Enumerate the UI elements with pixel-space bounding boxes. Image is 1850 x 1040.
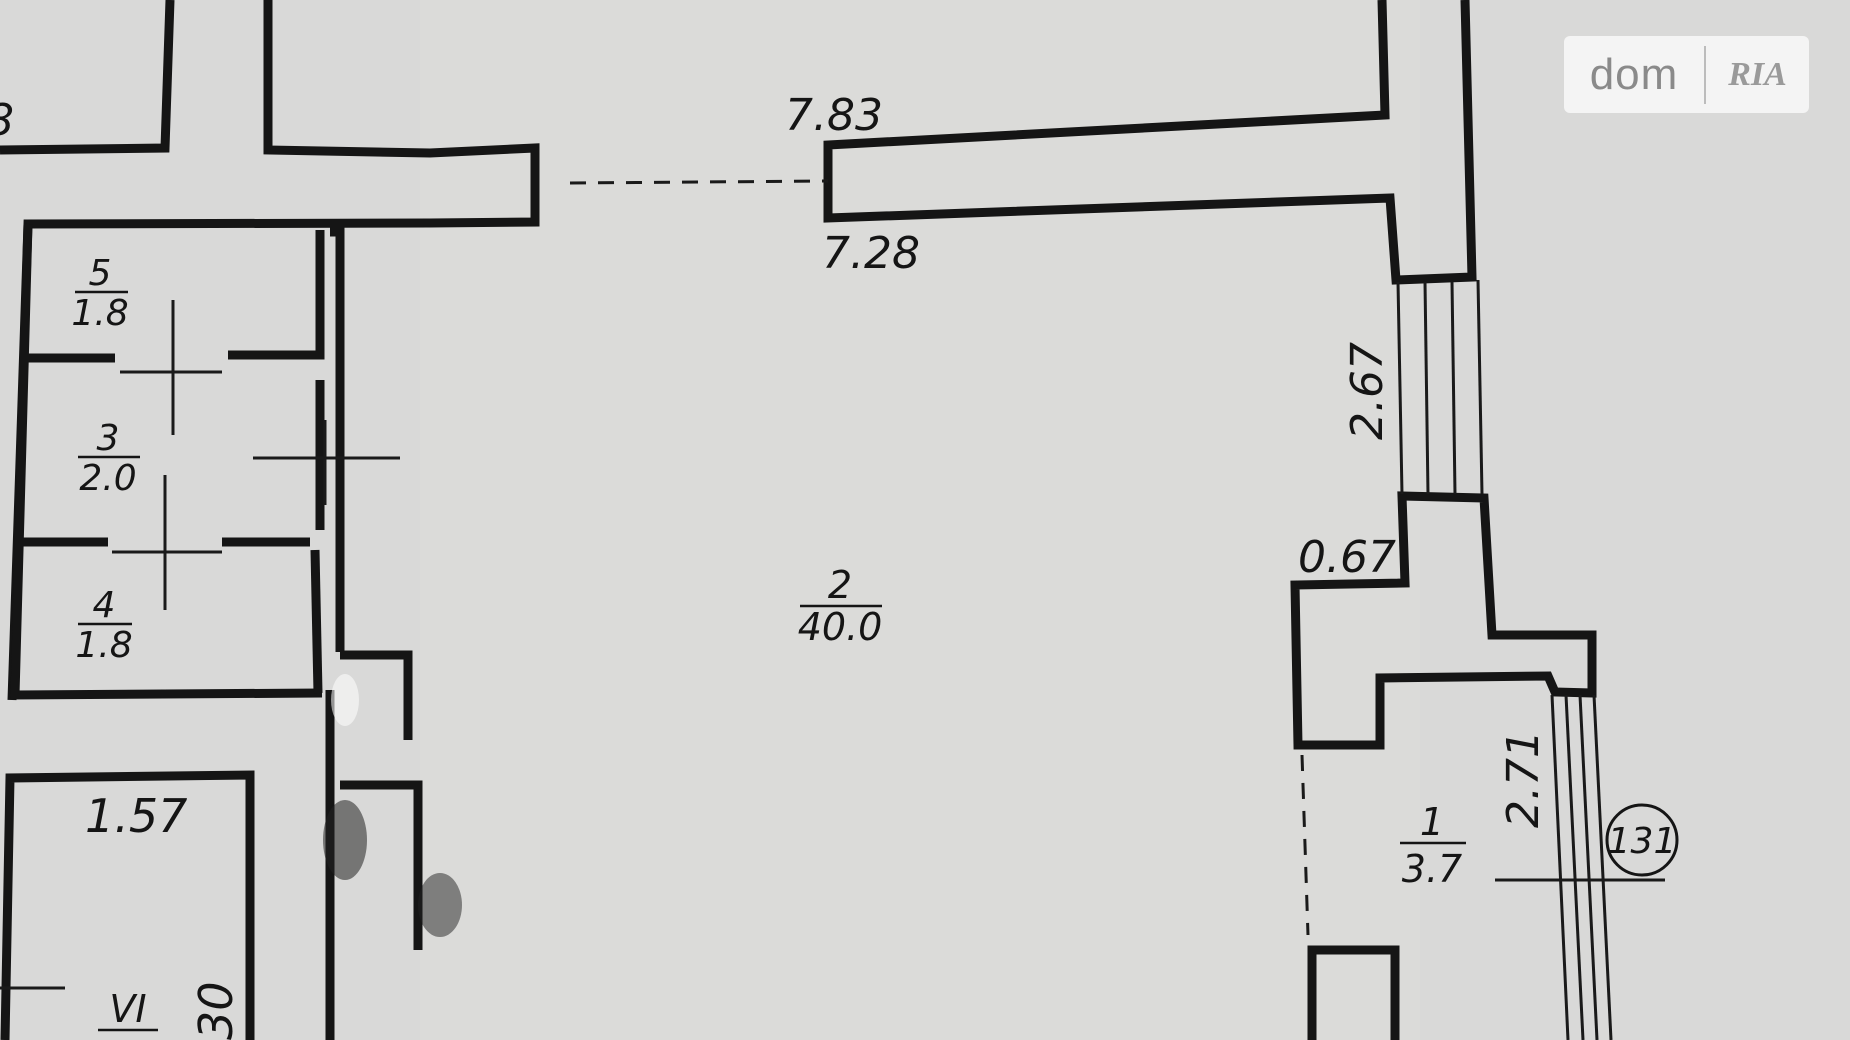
smudge <box>331 674 359 726</box>
room-number: 5 <box>89 253 112 294</box>
dim-left-edge-partial: 8 <box>0 95 14 146</box>
dim-right-step: 0.67 <box>1298 532 1396 583</box>
walls <box>0 0 1597 1040</box>
room-number: 2 <box>828 563 852 607</box>
room-label-4: 4 1.8 <box>75 585 132 666</box>
opening-dashed-entry <box>1300 754 1310 936</box>
dim-top-inner: 7.28 <box>822 228 920 279</box>
room-label-1: 1 3.7 <box>1400 800 1466 891</box>
dim-bottom-left-partial: 30 <box>189 981 243 1040</box>
watermark-badge: dom RIA <box>1564 36 1809 113</box>
room-label-3: 3 2.0 <box>78 418 140 499</box>
watermark-ria-logo: RIA <box>1728 55 1787 93</box>
room-number: 1 <box>1420 800 1444 844</box>
room-label-5: 5 1.8 <box>71 253 128 334</box>
opening-dashed-top <box>569 179 829 185</box>
smudge <box>323 800 367 880</box>
room-area: 2.0 <box>79 458 136 499</box>
dim-top-outer: 7.83 <box>785 90 883 141</box>
dim-left-room: 1.57 <box>85 789 187 843</box>
smudge <box>418 873 462 937</box>
dim-entry-window: 2.71 <box>1498 730 1549 828</box>
room-area: 1.8 <box>71 293 128 334</box>
room-area: 40.0 <box>798 605 883 649</box>
watermark-divider <box>1704 45 1706 104</box>
room-number: 4 <box>93 585 116 626</box>
room-area: 1.8 <box>75 625 132 666</box>
room-area: 3.7 <box>1402 847 1462 891</box>
unit-marker-circle <box>1605 803 1679 877</box>
watermark-dom-text: dom <box>1589 49 1679 99</box>
room-label-2: 2 40.0 <box>798 563 883 649</box>
dim-right-window: 2.67 <box>1342 342 1393 440</box>
room-label-vi: VI <box>98 987 158 1032</box>
thin-lines <box>0 279 1665 1040</box>
unit-marker: 131 <box>1608 821 1677 862</box>
room-number: 3 <box>97 418 120 459</box>
room-number: VI <box>109 987 146 1031</box>
